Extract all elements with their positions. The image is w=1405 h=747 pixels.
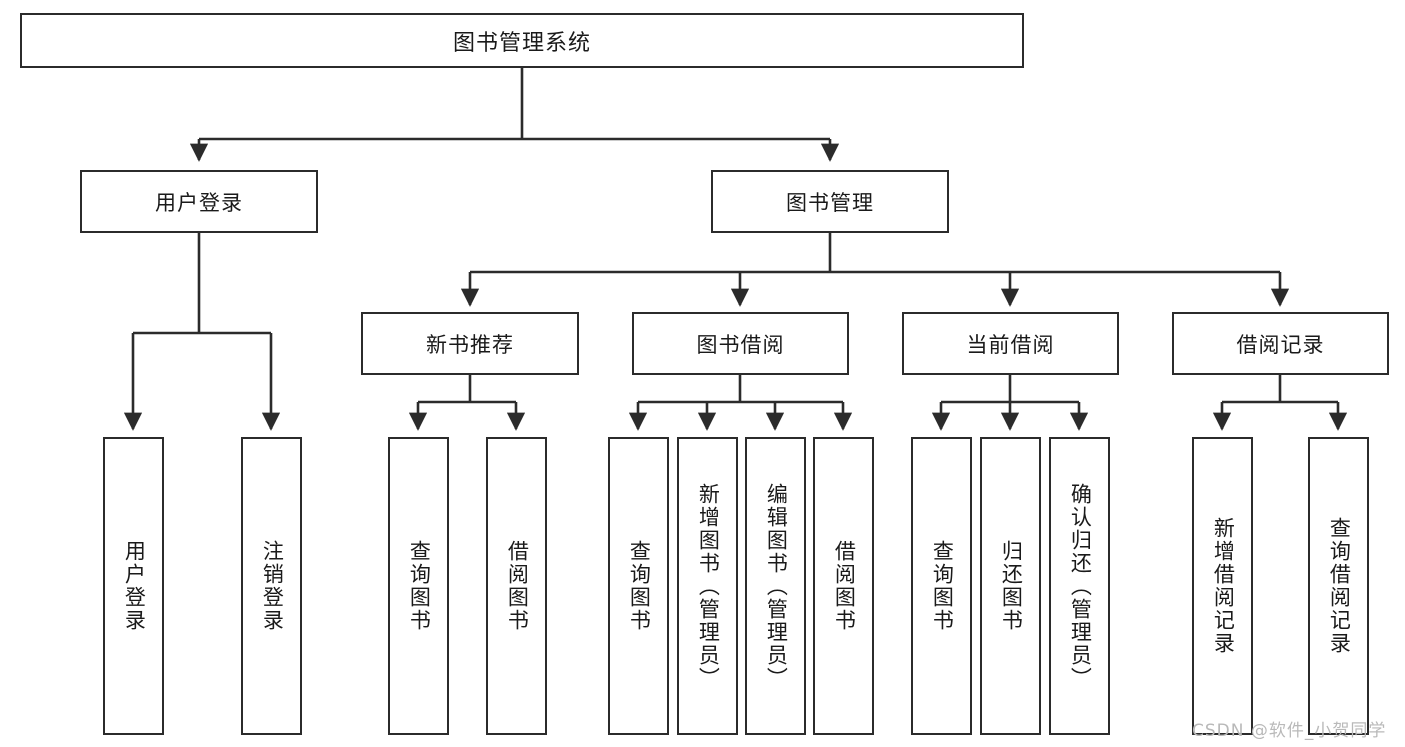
node-label: 编辑图书（管理员） — [764, 482, 789, 690]
node-new-book-recommend[interactable]: 新书推荐 — [361, 312, 579, 375]
node-current-borrow[interactable]: 当前借阅 — [902, 312, 1119, 375]
node-label: 借阅图书 — [505, 540, 530, 632]
node-book-borrow[interactable]: 图书借阅 — [632, 312, 849, 375]
node-label: 查询借阅记录 — [1327, 517, 1352, 655]
leaf-borrow-query-book[interactable]: 查询图书 — [608, 437, 669, 735]
leaf-user-logout[interactable]: 注销登录 — [241, 437, 302, 735]
node-label: 查询图书 — [407, 540, 432, 632]
node-user-login[interactable]: 用户登录 — [80, 170, 318, 233]
node-label: 用户登录 — [155, 190, 243, 215]
node-label: 注销登录 — [260, 540, 285, 632]
node-label: 借阅图书 — [832, 540, 857, 632]
leaf-current-confirm-return-admin[interactable]: 确认归还（管理员） — [1049, 437, 1110, 735]
leaf-newbook-query-book[interactable]: 查询图书 — [388, 437, 449, 735]
leaf-current-return-book[interactable]: 归还图书 — [980, 437, 1041, 735]
leaf-record-add-record[interactable]: 新增借阅记录 — [1192, 437, 1253, 735]
leaf-user-login[interactable]: 用户登录 — [103, 437, 164, 735]
node-label: 归还图书 — [999, 540, 1024, 632]
node-label: 新增图书（管理员） — [696, 482, 721, 690]
node-label: 图书管理系统 — [452, 30, 591, 56]
node-borrow-record[interactable]: 借阅记录 — [1172, 312, 1389, 375]
leaf-borrow-add-book-admin[interactable]: 新增图书（管理员） — [677, 437, 738, 735]
leaf-current-query-book[interactable]: 查询图书 — [911, 437, 972, 735]
leaf-newbook-borrow-book[interactable]: 借阅图书 — [486, 437, 547, 735]
node-label: 查询图书 — [627, 540, 652, 632]
node-label: 图书管理 — [786, 190, 874, 215]
node-book-management[interactable]: 图书管理 — [711, 170, 949, 233]
node-label: 查询图书 — [930, 540, 955, 632]
node-label: 新增借阅记录 — [1211, 517, 1236, 655]
node-label: 用户登录 — [122, 540, 147, 632]
leaf-borrow-borrow-book[interactable]: 借阅图书 — [813, 437, 874, 735]
node-label: 图书借阅 — [696, 332, 785, 357]
node-label: 当前借阅 — [966, 332, 1055, 357]
node-label: 新书推荐 — [426, 332, 514, 357]
node-label: 借阅记录 — [1236, 332, 1325, 357]
leaf-record-query-record[interactable]: 查询借阅记录 — [1308, 437, 1369, 735]
node-root-system[interactable]: 图书管理系统 — [20, 13, 1024, 68]
node-label: 确认归还（管理员） — [1068, 482, 1093, 690]
leaf-borrow-edit-book-admin[interactable]: 编辑图书（管理员） — [745, 437, 806, 735]
